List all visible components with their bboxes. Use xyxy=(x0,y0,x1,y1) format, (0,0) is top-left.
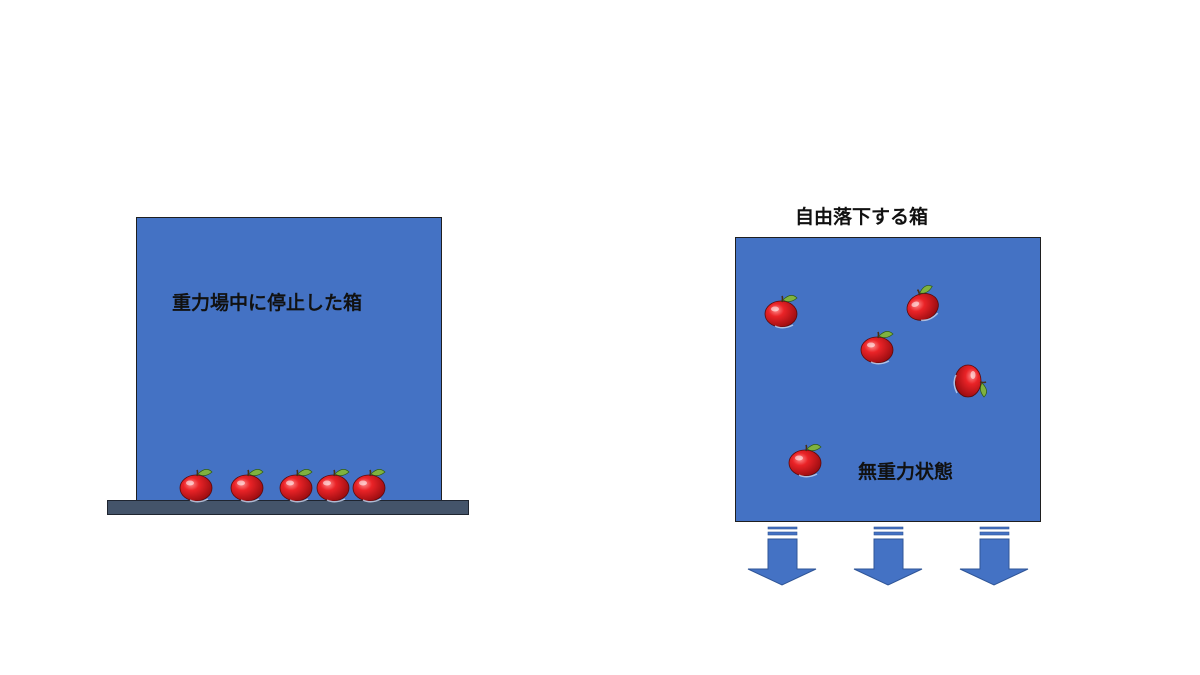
apple-icon xyxy=(764,294,798,329)
apple-icon xyxy=(900,283,944,327)
apple-icon xyxy=(788,443,822,478)
weightless-label: 無重力状態 xyxy=(858,461,954,483)
resting-box-label: 重力場中に停止した箱 xyxy=(172,292,363,314)
apple-icon xyxy=(860,330,894,365)
apple-icon xyxy=(953,364,988,398)
down-arrow-icon xyxy=(959,526,1029,586)
down-arrow-icon xyxy=(853,526,923,586)
falling-box xyxy=(735,237,1041,522)
ground-platform xyxy=(107,500,469,515)
resting-box xyxy=(136,217,442,503)
down-arrow-icon xyxy=(747,526,817,586)
free-fall-title: 自由落下する箱 xyxy=(795,206,929,228)
